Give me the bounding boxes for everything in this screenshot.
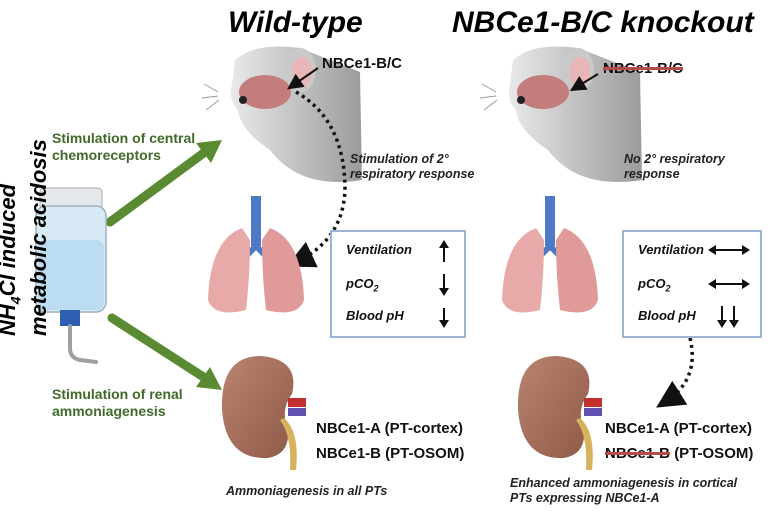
wt-kidney-label-b: NBCe1-B (PT-OSOM) [316,445,465,462]
lungs-wt-icon [208,196,304,313]
water-bottle-icon [35,187,107,364]
ko-box-arrows [708,245,750,328]
ko-physiology-box: Ventilation pCO2 Blood pH [622,230,762,338]
kidney-wt-icon [221,355,306,470]
dotted-arrow-wt [286,90,347,268]
down-arrow-icon [439,308,449,328]
title-wild-type: Wild-type [228,6,363,39]
wt-box-ventilation: Ventilation [346,242,412,257]
wt-kidney-label-a: NBCe1-A (PT-cortex) [316,420,463,437]
label-renal: Stimulation of renal ammoniagenesis [52,386,183,419]
green-arrow-renal [107,313,222,390]
up-arrow-icon [439,240,449,262]
wt-brain-label: NBCe1-B/C [322,55,403,72]
ko-box-ventilation: Ventilation [638,242,704,257]
wt-resp-note: Stimulation of 2° respiratory response [350,152,475,181]
ko-box-pco2: pCO2 [638,276,671,294]
down-arrow-icon [439,274,449,296]
wt-box-blood-ph: Blood pH [346,308,404,323]
title-knockout: NBCe1-B/C knockout [452,6,754,39]
wt-box-arrows [439,240,449,328]
double-down-arrow-icon [717,306,739,328]
brain-arrow-wt [287,67,319,90]
ko-kidney-label-b-rest: (PT-OSOM) [674,445,754,462]
wt-kidney-note: Ammoniagenesis in all PTs [226,484,388,498]
side-label-line2: metabolic acidosis [26,139,52,336]
brain-arrow-ko [569,73,599,92]
ko-resp-note: No 2° respiratory response [624,152,725,181]
ko-kidney-label-b: NBCe1-B (PT-OSOM) [605,445,753,462]
green-arrow-chemo [105,140,222,227]
left-right-arrow-icon [708,279,750,289]
side-label: NH4Cl induced metabolic acidosis [0,139,96,336]
ko-kidney-label-b-struck: NBCe1-B [605,445,671,462]
ko-brain-label: NBCe1-B/C [603,60,684,77]
dotted-arrow-ko [656,337,694,408]
mouse-ko-icon [479,46,642,182]
ko-kidney-label-a: NBCe1-A (PT-cortex) [605,420,752,437]
side-label-line1: NH4Cl induced [0,183,24,336]
lungs-ko-icon [502,196,598,313]
ko-kidney-note: Enhanced ammoniagenesis in cortical PTs … [510,476,738,505]
left-right-arrow-icon [708,245,750,255]
wt-physiology-box: Ventilation pCO2 Blood pH [330,230,466,338]
label-chemoreceptors: Stimulation of central chemoreceptors [52,130,196,163]
kidney-ko-icon [517,355,602,470]
wt-box-pco2: pCO2 [346,276,379,294]
ko-box-blood-ph: Blood pH [638,308,696,323]
